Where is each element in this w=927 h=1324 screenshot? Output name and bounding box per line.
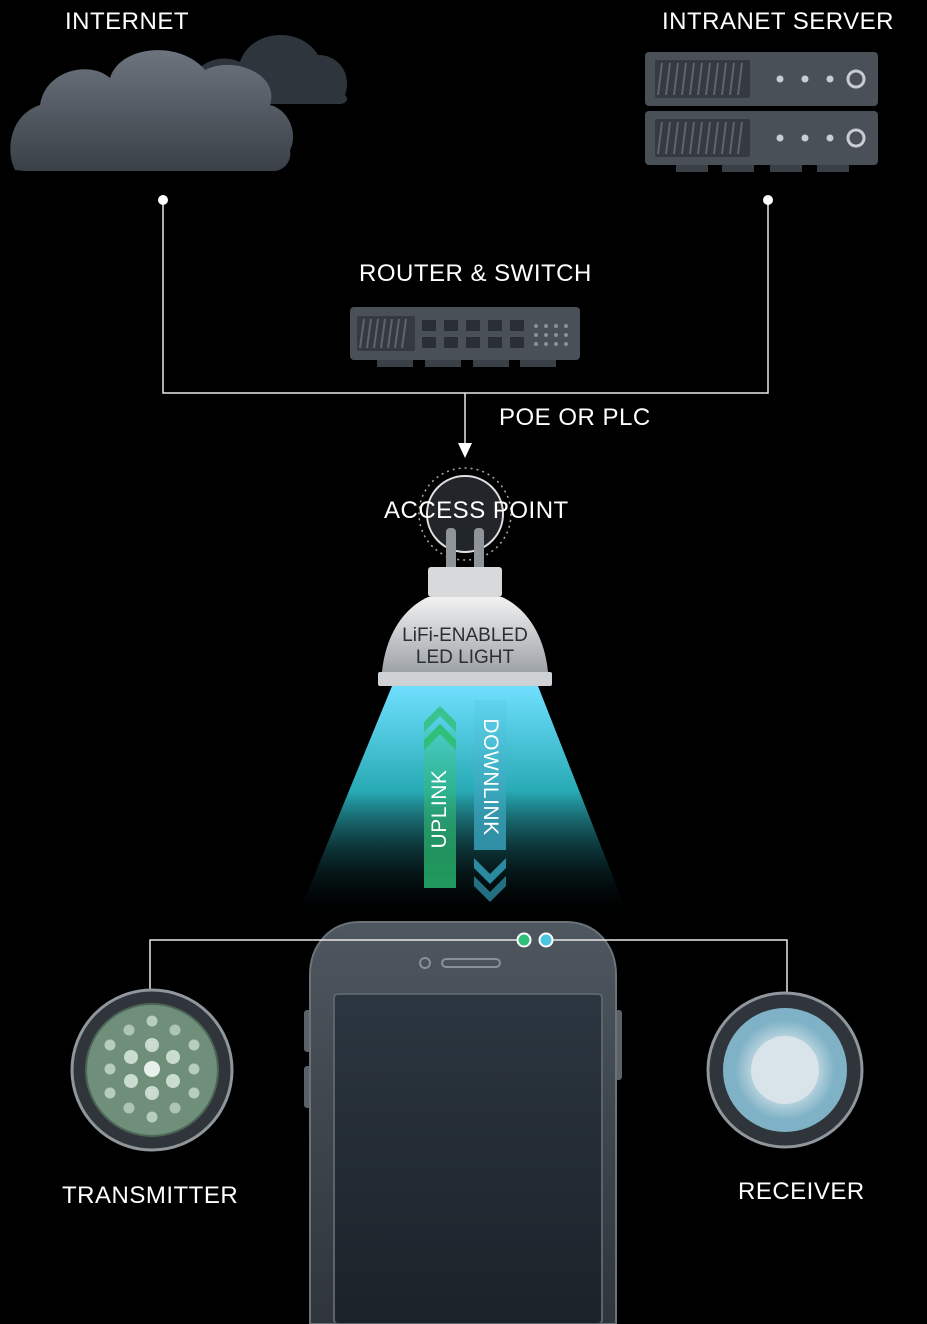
internet-label: INTERNET [65,8,189,35]
device-connection-lines [149,939,788,996]
router-switch-label: ROUTER & SWITCH [359,260,592,287]
intranet-server-icon [645,52,878,172]
led-light-label-line2: LED LIGHT [415,647,515,668]
internet-connection-dot [158,195,168,205]
led-light-label-line1: LiFi-ENABLED [402,625,528,646]
internet-cloud-icon [10,35,348,171]
transmitter-icon [70,988,234,1152]
uplink-arrow [424,706,456,888]
phone-transmitter-led [516,932,532,948]
transmitter-label: TRANSMITTER [62,1182,239,1209]
downlink-arrow [474,700,506,902]
network-connection-lines [162,200,769,445]
light-beam [296,686,630,920]
smartphone-icon [304,921,622,1324]
receiver-label: RECEIVER [738,1178,865,1205]
poe-plc-label: POE OR PLC [499,404,651,431]
lifi-led-bulb-icon [378,528,552,686]
arrow-down-icon [458,443,472,458]
receiver-icon [706,991,864,1149]
access-point-label: ACCESS POINT [384,497,569,524]
uplink-label: UPLINK [428,769,451,849]
downlink-label: DOWNLINK [479,718,502,836]
phone-receiver-led [538,932,554,948]
server-connection-dot [763,195,773,205]
router-switch-icon [350,307,580,367]
intranet-server-label: INTRANET SERVER [662,8,894,35]
